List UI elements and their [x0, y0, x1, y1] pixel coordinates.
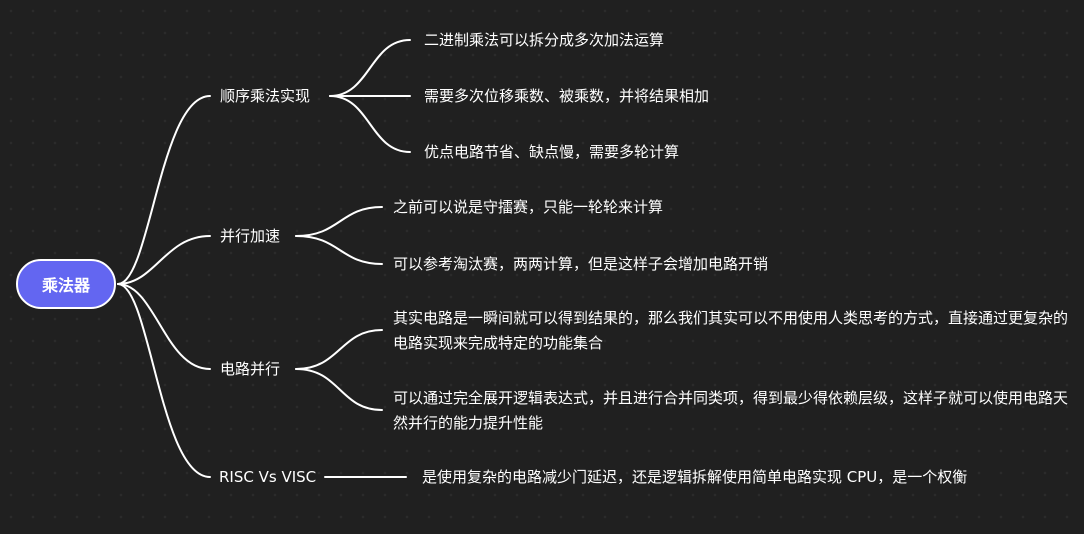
branch-node-label: 并行加速	[220, 227, 281, 245]
branch-node-risc-vs-visc[interactable]: RISC Vs VISC	[219, 467, 316, 487]
connector-branch-3-leaf-2	[295, 368, 383, 411]
leaf-node-text: 二进制乘法可以拆分成多次加法运算	[424, 31, 665, 49]
branch-node-circuit-parallel[interactable]: 电路并行	[220, 359, 280, 379]
connector-branch-2-leaf-1	[295, 206, 383, 237]
leaf-node-text: 优点电路节省、缺点慢，需要多轮计算	[424, 143, 680, 161]
connector-branch-3-leaf-1	[295, 329, 383, 370]
connector-branch-2-leaf-2	[295, 235, 383, 265]
connector-branch-1-leaf-3	[329, 95, 411, 153]
connector-root-to-branch-4	[117, 283, 211, 478]
leaf-node-text: 其实电路是一瞬间就可以得到结果的，那么我们其实可以不用使用人类思考的方式，直接通…	[393, 309, 1069, 352]
branch-node-sequential-multiply[interactable]: 顺序乘法实现	[220, 86, 310, 106]
leaf-node[interactable]: 二进制乘法可以拆分成多次加法运算	[424, 28, 664, 53]
connector-root-to-branch-1	[117, 95, 211, 285]
connector-root-to-branch-2	[117, 235, 211, 285]
leaf-node[interactable]: 可以参考淘汰赛，两两计算，但是这样子会增加电路开销	[393, 252, 768, 277]
branch-node-parallel-speedup[interactable]: 并行加速	[220, 226, 280, 246]
root-node-label: 乘法器	[41, 276, 90, 295]
root-node[interactable]: 乘法器	[16, 259, 116, 309]
leaf-node[interactable]: 优点电路节省、缺点慢，需要多轮计算	[424, 140, 679, 165]
leaf-node[interactable]: 其实电路是一瞬间就可以得到结果的，那么我们其实可以不用使用人类思考的方式，直接通…	[393, 306, 1073, 356]
leaf-node[interactable]: 可以通过完全展开逻辑表达式，并且进行合并同类项，得到最少得依赖层级，这样子就可以…	[393, 386, 1073, 436]
leaf-node[interactable]: 是使用复杂的电路减少门延迟，还是逻辑拆解使用简单电路实现 CPU，是一个权衡	[422, 465, 967, 490]
leaf-node-text: 需要多次位移乘数、被乘数，并将结果相加	[424, 87, 710, 105]
leaf-node-text: 可以通过完全展开逻辑表达式，并且进行合并同类项，得到最少得依赖层级，这样子就可以…	[393, 389, 1069, 432]
branch-node-label: 顺序乘法实现	[220, 87, 311, 105]
leaf-node[interactable]: 之前可以说是守擂赛，只能一轮轮来计算	[393, 195, 663, 220]
connector-branch-1-leaf-1	[329, 39, 411, 97]
leaf-node-text: 可以参考淘汰赛，两两计算，但是这样子会增加电路开销	[393, 255, 769, 273]
leaf-node[interactable]: 需要多次位移乘数、被乘数，并将结果相加	[424, 84, 709, 109]
branch-node-label: RISC Vs VISC	[219, 468, 317, 486]
leaf-node-text: 是使用复杂的电路减少门延迟，还是逻辑拆解使用简单电路实现 CPU，是一个权衡	[422, 468, 968, 486]
branch-node-label: 电路并行	[220, 360, 281, 378]
leaf-node-text: 之前可以说是守擂赛，只能一轮轮来计算	[393, 198, 664, 216]
connector-root-to-branch-3	[117, 283, 211, 370]
